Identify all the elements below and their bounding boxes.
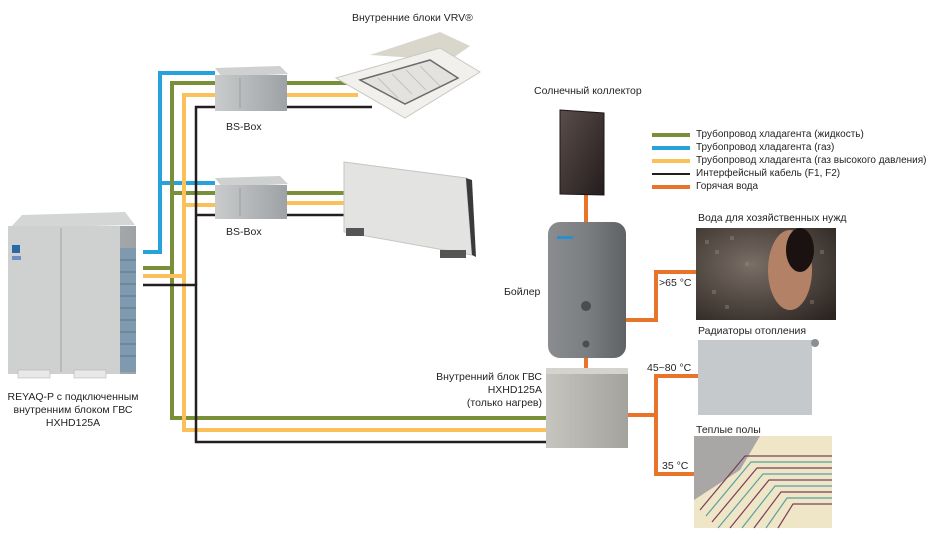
hw-indoor-unit-label-line-3: (только нагрев) (466, 397, 542, 409)
legend-swatch-gas (652, 145, 690, 150)
legend-item-high-pressure-gas: Трубопровод хладагента (газ высокого дав… (652, 154, 927, 167)
bs-box-1-image (215, 66, 288, 111)
legend-swatch-liquid (652, 132, 690, 137)
vrv-cassette-image (334, 32, 481, 119)
solar-collector-image (559, 109, 605, 196)
legend-swatch-hot-water (652, 184, 690, 189)
legend-item-liquid: Трубопровод хладагента (жидкость) (652, 128, 927, 141)
legend-label: Трубопровод хладагента (газ высокого дав… (696, 155, 927, 166)
hp-gas-pipe (143, 274, 548, 432)
interface-cable-riser (194, 105, 372, 285)
interface-cable (143, 283, 548, 444)
legend-label: Трубопровод хладагента (жидкость) (696, 129, 864, 140)
hw-indoor-unit-label: Внутренний блок ГВС HXHD125A (только наг… (420, 371, 542, 410)
bs-box-2-image (215, 176, 288, 219)
radiators-label: Радиаторы отопления (698, 325, 807, 337)
legend: Трубопровод хладагента (жидкость) Трубоп… (652, 128, 927, 193)
domestic-water-label: Вода для хозяйственных нужд (698, 212, 847, 224)
hp-gas-pipe-riser (182, 93, 215, 276)
vrv-indoor-units-label: Внутренние блоки VRV® (352, 12, 473, 24)
hot-water-domestic (624, 270, 696, 322)
legend-label: Горячая вода (696, 181, 759, 192)
legend-item-interface-cable: Интерфейсный кабель (F1, F2) (652, 167, 927, 180)
floor-heating-photo (694, 436, 832, 529)
hw-indoor-unit-label-line-1: Внутренний блок ГВС (436, 371, 542, 383)
hot-water-heating (628, 374, 698, 417)
bs-box-2-label: BS-Box (226, 226, 262, 238)
hw-indoor-unit-label-line-2: HXHD125A (487, 384, 542, 396)
hot-water-floor (654, 415, 694, 476)
boiler-image (548, 222, 626, 358)
liquid-pipe-riser (170, 81, 215, 268)
legend-swatch-high-pressure-gas (652, 158, 690, 163)
outdoor-unit-image (8, 212, 136, 379)
gas-pipe (143, 71, 215, 254)
legend-label: Трубопровод хладагента (газ) (696, 142, 835, 153)
floor-heating-label: Теплые полы (696, 424, 761, 436)
domestic-water-photo (696, 228, 836, 320)
bs-box-1-label: BS-Box (226, 121, 262, 133)
outdoor-unit-label-line-2: внутренним блоком ГВС (13, 404, 133, 416)
temp-radiators-label: 45~80 °C (647, 362, 692, 374)
boiler-label: Бойлер (504, 286, 541, 298)
temp-floor-label: 35 °C (662, 460, 689, 472)
outdoor-unit-label-line-1: REYAQ-P с подключенным (7, 391, 139, 403)
radiator-photo (698, 339, 819, 415)
legend-label: Интерфейсный кабель (F1, F2) (696, 168, 841, 179)
solar-collector-label: Солнечный коллектор (534, 85, 642, 97)
legend-item-gas: Трубопровод хладагента (газ) (652, 141, 927, 154)
legend-swatch-interface-cable (652, 172, 690, 175)
hw-indoor-unit-image (546, 368, 628, 448)
temp-domestic-label: >65 °C (659, 277, 692, 289)
outdoor-unit-label-line-3: HXHD125A (45, 417, 101, 429)
liquid-pipe (143, 266, 548, 420)
outdoor-unit-label: REYAQ-P с подключенным внутренним блоком… (2, 391, 144, 430)
vrv-floor-unit-image (343, 161, 476, 258)
legend-item-hot-water: Горячая вода (652, 180, 927, 193)
